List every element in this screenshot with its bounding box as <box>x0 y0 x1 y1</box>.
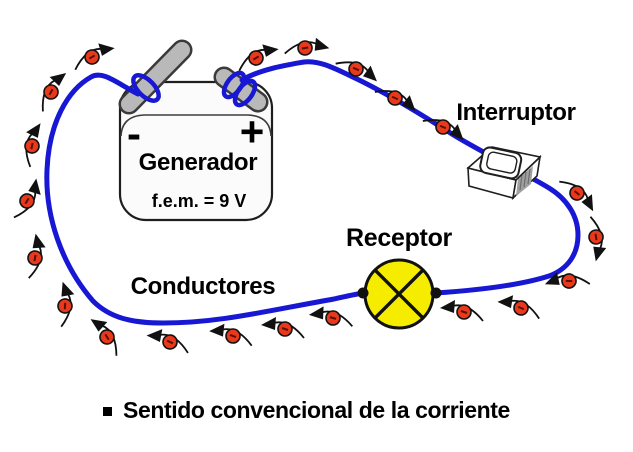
charge-dot-mark <box>460 310 468 314</box>
marker-arrowhead-icon <box>363 65 377 82</box>
generator-title: Generador <box>138 149 258 176</box>
charge-dot-mark <box>565 279 573 283</box>
generator-emf: f.e.m. = 9 V <box>151 191 247 211</box>
current-marker <box>24 123 41 168</box>
charge-dot-mark <box>573 190 581 196</box>
charge-dot-mark <box>329 316 337 320</box>
coil-left <box>131 73 161 103</box>
marker-arrowhead-icon <box>32 233 46 249</box>
charge-dot-mark <box>281 327 289 331</box>
generator-body <box>118 80 274 222</box>
marker-arrowhead-icon <box>28 178 41 195</box>
current-marker <box>74 43 115 71</box>
current-marker <box>13 178 41 219</box>
charge-dot-mark <box>439 124 447 130</box>
charge-dot-mark <box>517 305 525 311</box>
marker-arrowhead-icon <box>90 319 108 332</box>
current-marker <box>238 44 279 72</box>
current-marker <box>422 119 464 141</box>
caption-text: Sentido convencional de la corriente <box>123 397 510 423</box>
charge-dot-mark <box>166 339 174 345</box>
current-marker <box>90 319 118 356</box>
charge-dot-mark <box>33 254 37 262</box>
marker-arrowhead-icon <box>497 295 514 309</box>
current-marker <box>308 306 353 327</box>
current-marker <box>335 61 377 82</box>
current-marker <box>284 37 330 56</box>
current-marker <box>374 90 416 112</box>
grip-hatch-3 <box>527 168 531 185</box>
marker-arrowhead-icon <box>449 124 464 141</box>
marker-arrowhead-icon <box>314 37 330 51</box>
marker-arrowhead-icon <box>544 272 560 285</box>
terminal-minus-label: - <box>127 110 141 157</box>
marker-arrowhead-icon <box>261 317 276 330</box>
marker-arrowhead-icon <box>593 246 607 262</box>
current-marker <box>588 216 607 262</box>
switch-rocker <box>479 146 523 180</box>
marker-arrowhead-icon <box>262 44 279 57</box>
marker-arrowhead-icon <box>61 281 75 297</box>
receptor-label: Receptor <box>346 224 452 252</box>
marker-arrowhead-icon <box>26 123 41 138</box>
charge-dot-mark <box>252 55 260 61</box>
lamp-terminal-left <box>357 287 369 299</box>
marker-arrowhead-icon <box>308 306 324 320</box>
bullet-square-icon <box>103 407 112 416</box>
current-marker <box>146 329 189 354</box>
current-marker <box>27 233 46 279</box>
charge-dot-mark <box>30 142 34 150</box>
marker-arrowhead-icon <box>440 300 455 313</box>
generator-lid-seam <box>120 114 272 137</box>
coil-right-2 <box>232 78 258 108</box>
lamp-terminal-right <box>430 287 442 299</box>
marker-arrowhead-icon <box>401 95 416 112</box>
grip-hatch-1 <box>519 174 523 191</box>
receptor-lamp <box>357 258 442 330</box>
current-marker <box>41 72 67 112</box>
current-marker <box>497 295 540 320</box>
charge-dot-mark <box>352 66 360 72</box>
charge-dot-mark <box>24 197 30 205</box>
interruptor-label: Interruptor <box>456 99 576 126</box>
charge-dot-mark <box>48 88 54 96</box>
marker-arrowhead-icon <box>146 329 163 342</box>
grip-hatch-2 <box>523 171 527 188</box>
lamp-x-line-2 <box>373 268 425 320</box>
caption: Sentido convencional de la corriente <box>103 399 510 422</box>
current-marker <box>440 300 484 322</box>
rocker-inner <box>486 151 518 174</box>
marker-arrowhead-icon <box>98 43 115 56</box>
charge-dot-mark <box>63 302 67 310</box>
current-marker <box>544 272 591 289</box>
current-marker <box>559 180 594 212</box>
marker-arrowhead-icon <box>581 194 594 212</box>
current-marker <box>57 281 75 328</box>
charge-dot-mark <box>104 333 110 341</box>
charge-dot-mark <box>229 333 237 339</box>
conductores-label: Conductores <box>130 273 276 300</box>
current-marker <box>209 323 253 347</box>
charge-dot-mark <box>594 233 598 241</box>
marker-arrowhead-icon <box>209 323 225 337</box>
current-marker <box>261 317 305 339</box>
marker-arrowhead-icon <box>49 72 67 87</box>
terminal-plus-label: + <box>239 108 265 155</box>
charge-dot-mark <box>88 54 96 60</box>
interruptor-switch <box>466 146 542 201</box>
charge-dot-mark <box>301 46 309 50</box>
charge-dot-mark <box>391 95 399 101</box>
current-markers-group <box>13 37 607 356</box>
terminal-coils <box>131 70 258 108</box>
